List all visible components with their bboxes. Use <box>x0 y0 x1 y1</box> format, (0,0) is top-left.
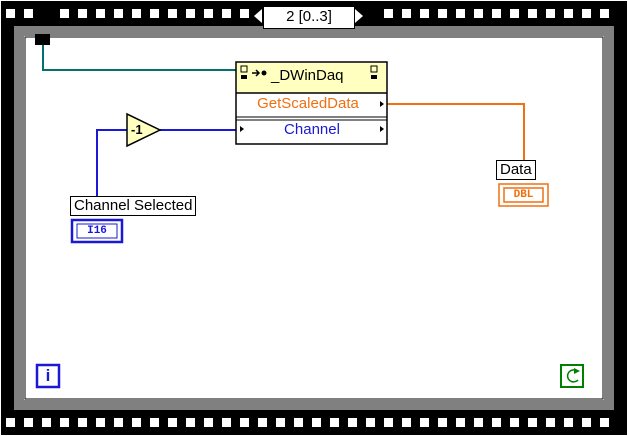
film-hole <box>528 418 537 427</box>
film-hole <box>420 9 429 18</box>
film-hole <box>582 9 591 18</box>
film-hole <box>402 418 411 427</box>
film-hole <box>600 418 609 427</box>
film-hole <box>510 418 519 427</box>
refnum-wire[interactable] <box>42 45 236 71</box>
film-hole <box>528 9 537 18</box>
activex-invoke-icon <box>240 65 378 79</box>
invoke-method-label[interactable]: GetScaledData <box>257 95 359 112</box>
sequence-tunnel[interactable] <box>36 8 50 26</box>
sequence-frame-selector[interactable]: 2 [0..3] <box>263 6 355 29</box>
film-hole <box>186 9 195 18</box>
film-hole <box>60 418 69 427</box>
film-hole <box>474 9 483 18</box>
film-hole <box>132 418 141 427</box>
channel-control-label: Channel Selected <box>70 196 197 216</box>
invoke-node-class: _DWinDaq <box>271 67 344 84</box>
channel-control-type: I16 <box>87 225 107 237</box>
data-wire[interactable] <box>386 103 525 160</box>
film-hole <box>78 9 87 18</box>
film-hole <box>420 418 429 427</box>
film-hole <box>438 418 447 427</box>
sequence-decrement-arrow[interactable] <box>254 9 262 23</box>
film-hole <box>312 418 321 427</box>
film-hole <box>402 9 411 18</box>
film-hole <box>222 9 231 18</box>
film-hole <box>492 418 501 427</box>
film-hole <box>456 418 465 427</box>
sequence-frame-perforations <box>6 9 609 427</box>
film-hole <box>96 9 105 18</box>
film-hole <box>240 9 249 18</box>
film-hole <box>384 418 393 427</box>
film-hole <box>564 418 573 427</box>
data-indicator-label: Data <box>496 160 536 180</box>
film-hole <box>258 418 267 427</box>
film-hole <box>330 418 339 427</box>
iteration-terminal[interactable] <box>35 363 61 389</box>
film-hole <box>510 9 519 18</box>
film-hole <box>546 418 555 427</box>
film-hole <box>114 418 123 427</box>
film-hole <box>348 418 357 427</box>
film-hole <box>384 9 393 18</box>
film-hole <box>6 418 15 427</box>
film-hole <box>366 418 375 427</box>
film-hole <box>24 418 33 427</box>
film-hole <box>78 418 87 427</box>
decrement-node[interactable] <box>126 112 162 148</box>
film-hole <box>276 418 285 427</box>
film-hole <box>438 9 447 18</box>
iteration-terminal-label: i <box>45 366 51 385</box>
film-hole <box>96 418 105 427</box>
film-hole <box>600 9 609 18</box>
data-indicator-terminal[interactable] <box>498 183 549 207</box>
film-hole <box>474 418 483 427</box>
film-hole <box>240 418 249 427</box>
film-hole <box>168 9 177 18</box>
film-hole <box>150 9 159 18</box>
film-hole <box>168 418 177 427</box>
film-hole <box>546 9 555 18</box>
film-hole <box>60 9 69 18</box>
film-hole <box>222 418 231 427</box>
channel-control-terminal[interactable] <box>70 218 124 244</box>
film-hole <box>204 418 213 427</box>
invoke-channel-input[interactable]: Channel <box>284 121 340 138</box>
film-hole <box>6 9 15 18</box>
data-indicator-type: DBL <box>513 189 534 201</box>
decrement-label: -1 <box>131 122 143 137</box>
film-hole <box>114 9 123 18</box>
film-hole <box>294 418 303 427</box>
channel-wire[interactable] <box>96 129 127 196</box>
film-hole <box>150 418 159 427</box>
film-hole <box>24 9 33 18</box>
film-hole <box>186 418 195 427</box>
while-loop[interactable] <box>13 25 615 411</box>
loop-condition-icon[interactable] <box>560 364 584 388</box>
invoke-node[interactable] <box>235 61 388 145</box>
film-hole <box>456 9 465 18</box>
loop-tunnel[interactable] <box>35 34 50 45</box>
film-hole <box>582 418 591 427</box>
film-hole <box>42 418 51 427</box>
film-hole <box>564 9 573 18</box>
film-hole <box>492 9 501 18</box>
sequence-increment-arrow[interactable] <box>355 9 363 23</box>
film-hole <box>204 9 213 18</box>
film-hole <box>132 9 141 18</box>
